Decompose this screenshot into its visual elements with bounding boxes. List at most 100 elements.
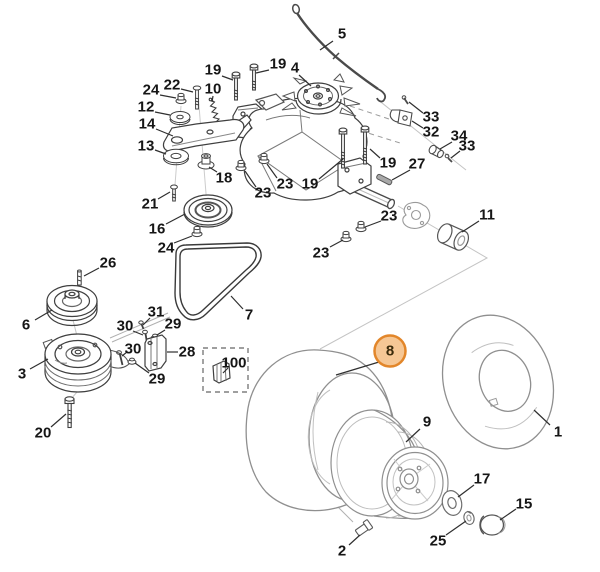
callout-14[interactable]: 14 [139, 116, 156, 133]
callout-leader-19 [318, 158, 344, 180]
callout-21[interactable]: 21 [142, 196, 159, 213]
callout-leader-13 [154, 149, 167, 155]
callout-leader-24 [173, 235, 193, 244]
callout-31[interactable]: 31 [148, 304, 165, 321]
pin-26 [77, 269, 82, 286]
callout-4[interactable]: 4 [291, 60, 300, 77]
callout-2[interactable]: 2 [338, 543, 346, 560]
callout-5[interactable]: 5 [338, 26, 346, 43]
callout-29[interactable]: 29 [149, 371, 166, 388]
callout-26[interactable]: 26 [100, 255, 117, 272]
callout-33[interactable]: 33 [423, 109, 440, 126]
callout-27[interactable]: 27 [409, 156, 426, 173]
callout-30[interactable]: 30 [125, 341, 142, 358]
callout-leader-33 [408, 101, 424, 114]
fitting-34 [428, 144, 444, 159]
part-100 [212, 360, 231, 384]
callout-leader-29 [156, 329, 166, 336]
callout-23[interactable]: 23 [277, 176, 294, 193]
callout-leader-23 [266, 163, 278, 179]
callout-leader-23 [244, 170, 257, 188]
callout-17[interactable]: 17 [474, 471, 491, 488]
washer-13 [163, 148, 189, 166]
callout-30[interactable]: 30 [117, 318, 134, 335]
callout-100[interactable]: 100 [221, 355, 246, 372]
callout-leader-9 [405, 428, 421, 443]
callout-leader-34 [439, 141, 453, 150]
callout-9[interactable]: 9 [423, 414, 431, 431]
callout-25[interactable]: 25 [430, 533, 447, 550]
callout-leader-24 [159, 94, 177, 99]
idler-pulley-16 [183, 194, 233, 228]
nut-23-c [355, 220, 367, 233]
callout-3[interactable]: 3 [18, 366, 26, 383]
bolt-19-c [338, 127, 348, 169]
callout-18[interactable]: 18 [216, 170, 233, 187]
v-belt-7 [174, 242, 262, 321]
electric-clutch-3 [42, 333, 130, 393]
callout-6[interactable]: 6 [22, 317, 30, 334]
callout-19[interactable]: 19 [302, 176, 319, 193]
callout-29[interactable]: 29 [165, 316, 182, 333]
callout-16[interactable]: 16 [149, 221, 166, 238]
callout-23[interactable]: 23 [381, 208, 398, 225]
callout-19[interactable]: 19 [205, 62, 222, 79]
callout-23[interactable]: 23 [255, 185, 272, 202]
bolt-19-a [231, 71, 241, 101]
callout-20[interactable]: 20 [35, 425, 52, 442]
callout-22[interactable]: 22 [164, 77, 181, 94]
callout-leader-23 [364, 220, 382, 228]
clamp-32 [389, 109, 413, 127]
nut-24-lower [191, 225, 203, 238]
callout-leader-2 [348, 534, 361, 546]
callout-13[interactable]: 13 [138, 138, 155, 155]
callout-24[interactable]: 24 [158, 240, 175, 257]
screw-31 [138, 320, 145, 330]
callout-7[interactable]: 7 [245, 307, 253, 324]
clutch-pulley-6 [46, 284, 98, 327]
callout-19[interactable]: 19 [270, 56, 287, 73]
callout-leader-22 [180, 88, 194, 93]
screw-33-upper [401, 95, 409, 105]
nut-24-upper [175, 92, 187, 105]
callout-leader-4 [298, 74, 312, 87]
callout-leader-7 [230, 295, 244, 310]
callout-33[interactable]: 33 [459, 138, 476, 155]
callout-24[interactable]: 24 [143, 82, 160, 99]
callout-leader-16 [165, 213, 186, 225]
callout-leader-3 [29, 358, 49, 370]
callout-19[interactable]: 19 [380, 155, 397, 172]
callout-23[interactable]: 23 [313, 245, 330, 262]
callout-leader-30 [132, 330, 144, 336]
callout-1[interactable]: 1 [554, 424, 562, 441]
callout-leader-26 [83, 267, 100, 277]
callout-leader-19 [369, 148, 381, 159]
nut-23-a [235, 159, 247, 172]
axle-flange [402, 201, 431, 229]
callout-leader-5 [319, 40, 334, 51]
callout-leader-23 [329, 239, 344, 248]
highlight-badge-8[interactable] [373, 334, 407, 368]
callout-leader-11 [461, 220, 480, 233]
nut-29-lower [127, 357, 137, 365]
callout-leader-19 [221, 75, 234, 81]
callout-15[interactable]: 15 [516, 496, 533, 513]
callout-34[interactable]: 34 [451, 128, 468, 145]
nut-23-d [340, 230, 352, 243]
callout-leader-29 [134, 362, 150, 374]
transmission-4 [232, 73, 372, 201]
callout-12[interactable]: 12 [138, 99, 155, 116]
callout-leader-25 [445, 520, 467, 536]
callout-11[interactable]: 11 [479, 207, 495, 224]
callout-8[interactable]: 8 [386, 343, 394, 360]
bolt-22 [192, 85, 202, 110]
callout-10[interactable]: 10 [205, 81, 222, 98]
bushing-18 [197, 153, 215, 170]
callout-leader-21 [157, 191, 171, 200]
callout-28[interactable]: 28 [179, 344, 196, 361]
wheel-rim-9 [330, 409, 449, 520]
nuts-23 [235, 152, 367, 243]
callout-leader-17 [457, 484, 475, 498]
callout-32[interactable]: 32 [423, 124, 440, 141]
